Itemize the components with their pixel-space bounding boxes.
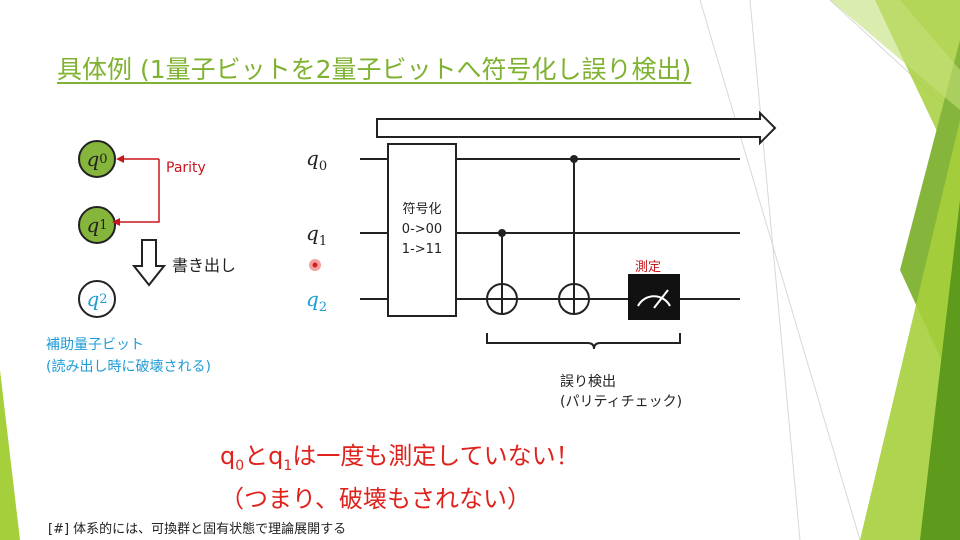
hl-q0-base: q (220, 442, 236, 470)
qubit-q1-sub: 1 (99, 217, 108, 233)
qubit-q0-base: q (86, 147, 100, 171)
qubit-q1-base: q (86, 213, 100, 237)
detect-label: 誤り検出 (パリティチェック) (560, 372, 682, 412)
write-label: 書き出し (172, 256, 237, 275)
cnot1-control-dot (498, 229, 506, 237)
encode-line2: 0->00 (401, 222, 443, 237)
encode-line1: 符号化 (402, 202, 442, 217)
wire-label-q0-base: q (306, 146, 319, 170)
encode-line3: 1->11 (401, 242, 443, 257)
ancilla-line2: (読み出し時に破壊される) (46, 359, 211, 375)
qubit-q2-sub: 2 (99, 291, 108, 307)
detect-line1: 誤り検出 (560, 374, 616, 390)
hl-q1-base: q (268, 442, 284, 470)
measure-label: 測定 (635, 260, 662, 275)
wire-label-q2: q2 (306, 287, 327, 315)
parity-bracket (112, 155, 160, 226)
hl-connector: と (244, 442, 269, 470)
wire-label-q1-base: q (306, 221, 319, 245)
hl-q0-sub: 0 (235, 457, 245, 474)
wire-label-q0-sub: 0 (318, 159, 328, 174)
wire-label-q2-sub: 2 (318, 300, 328, 315)
parity-label: Parity (166, 160, 206, 176)
cnot2-control-dot (570, 155, 578, 163)
wire-label-q1: q1 (306, 221, 327, 249)
encode-gate: 符号化 0->00 1->11 (387, 143, 457, 317)
ancilla-line1: 補助量子ビット (46, 337, 144, 353)
ancilla-label: 補助量子ビット (読み出し時に破壊される) (46, 334, 211, 378)
wire-label-q1-sub: 1 (318, 234, 328, 249)
highlight-message: q0とq1は一度も測定していない！ （つまり、破壊もされない） (220, 440, 580, 516)
hl-line1-rest: は一度も測定していない！ (292, 442, 580, 470)
wire-label-q0: q0 (306, 146, 327, 174)
footnote: [#] 体系的には、可換群と固有状態で理論展開する (48, 522, 347, 537)
down-arrow-icon (132, 239, 166, 287)
time-arrow-icon (376, 110, 777, 146)
qubit-q2-base: q (86, 287, 100, 311)
detect-bracket (486, 333, 681, 350)
detect-line2: (パリティチェック) (560, 394, 683, 410)
hl-q1-sub: 1 (283, 457, 293, 474)
wire-label-q2-base: q (306, 287, 319, 311)
highlight-line1: q0とq1は一度も測定していない！ (220, 440, 580, 483)
slide-title: 具体例 (1量子ビットを2量子ビットへ符号化し誤り検出) (57, 55, 692, 84)
qubit-q0-sub: 0 (99, 151, 108, 167)
highlight-line2: （つまり、破壊もされない） (220, 484, 532, 513)
